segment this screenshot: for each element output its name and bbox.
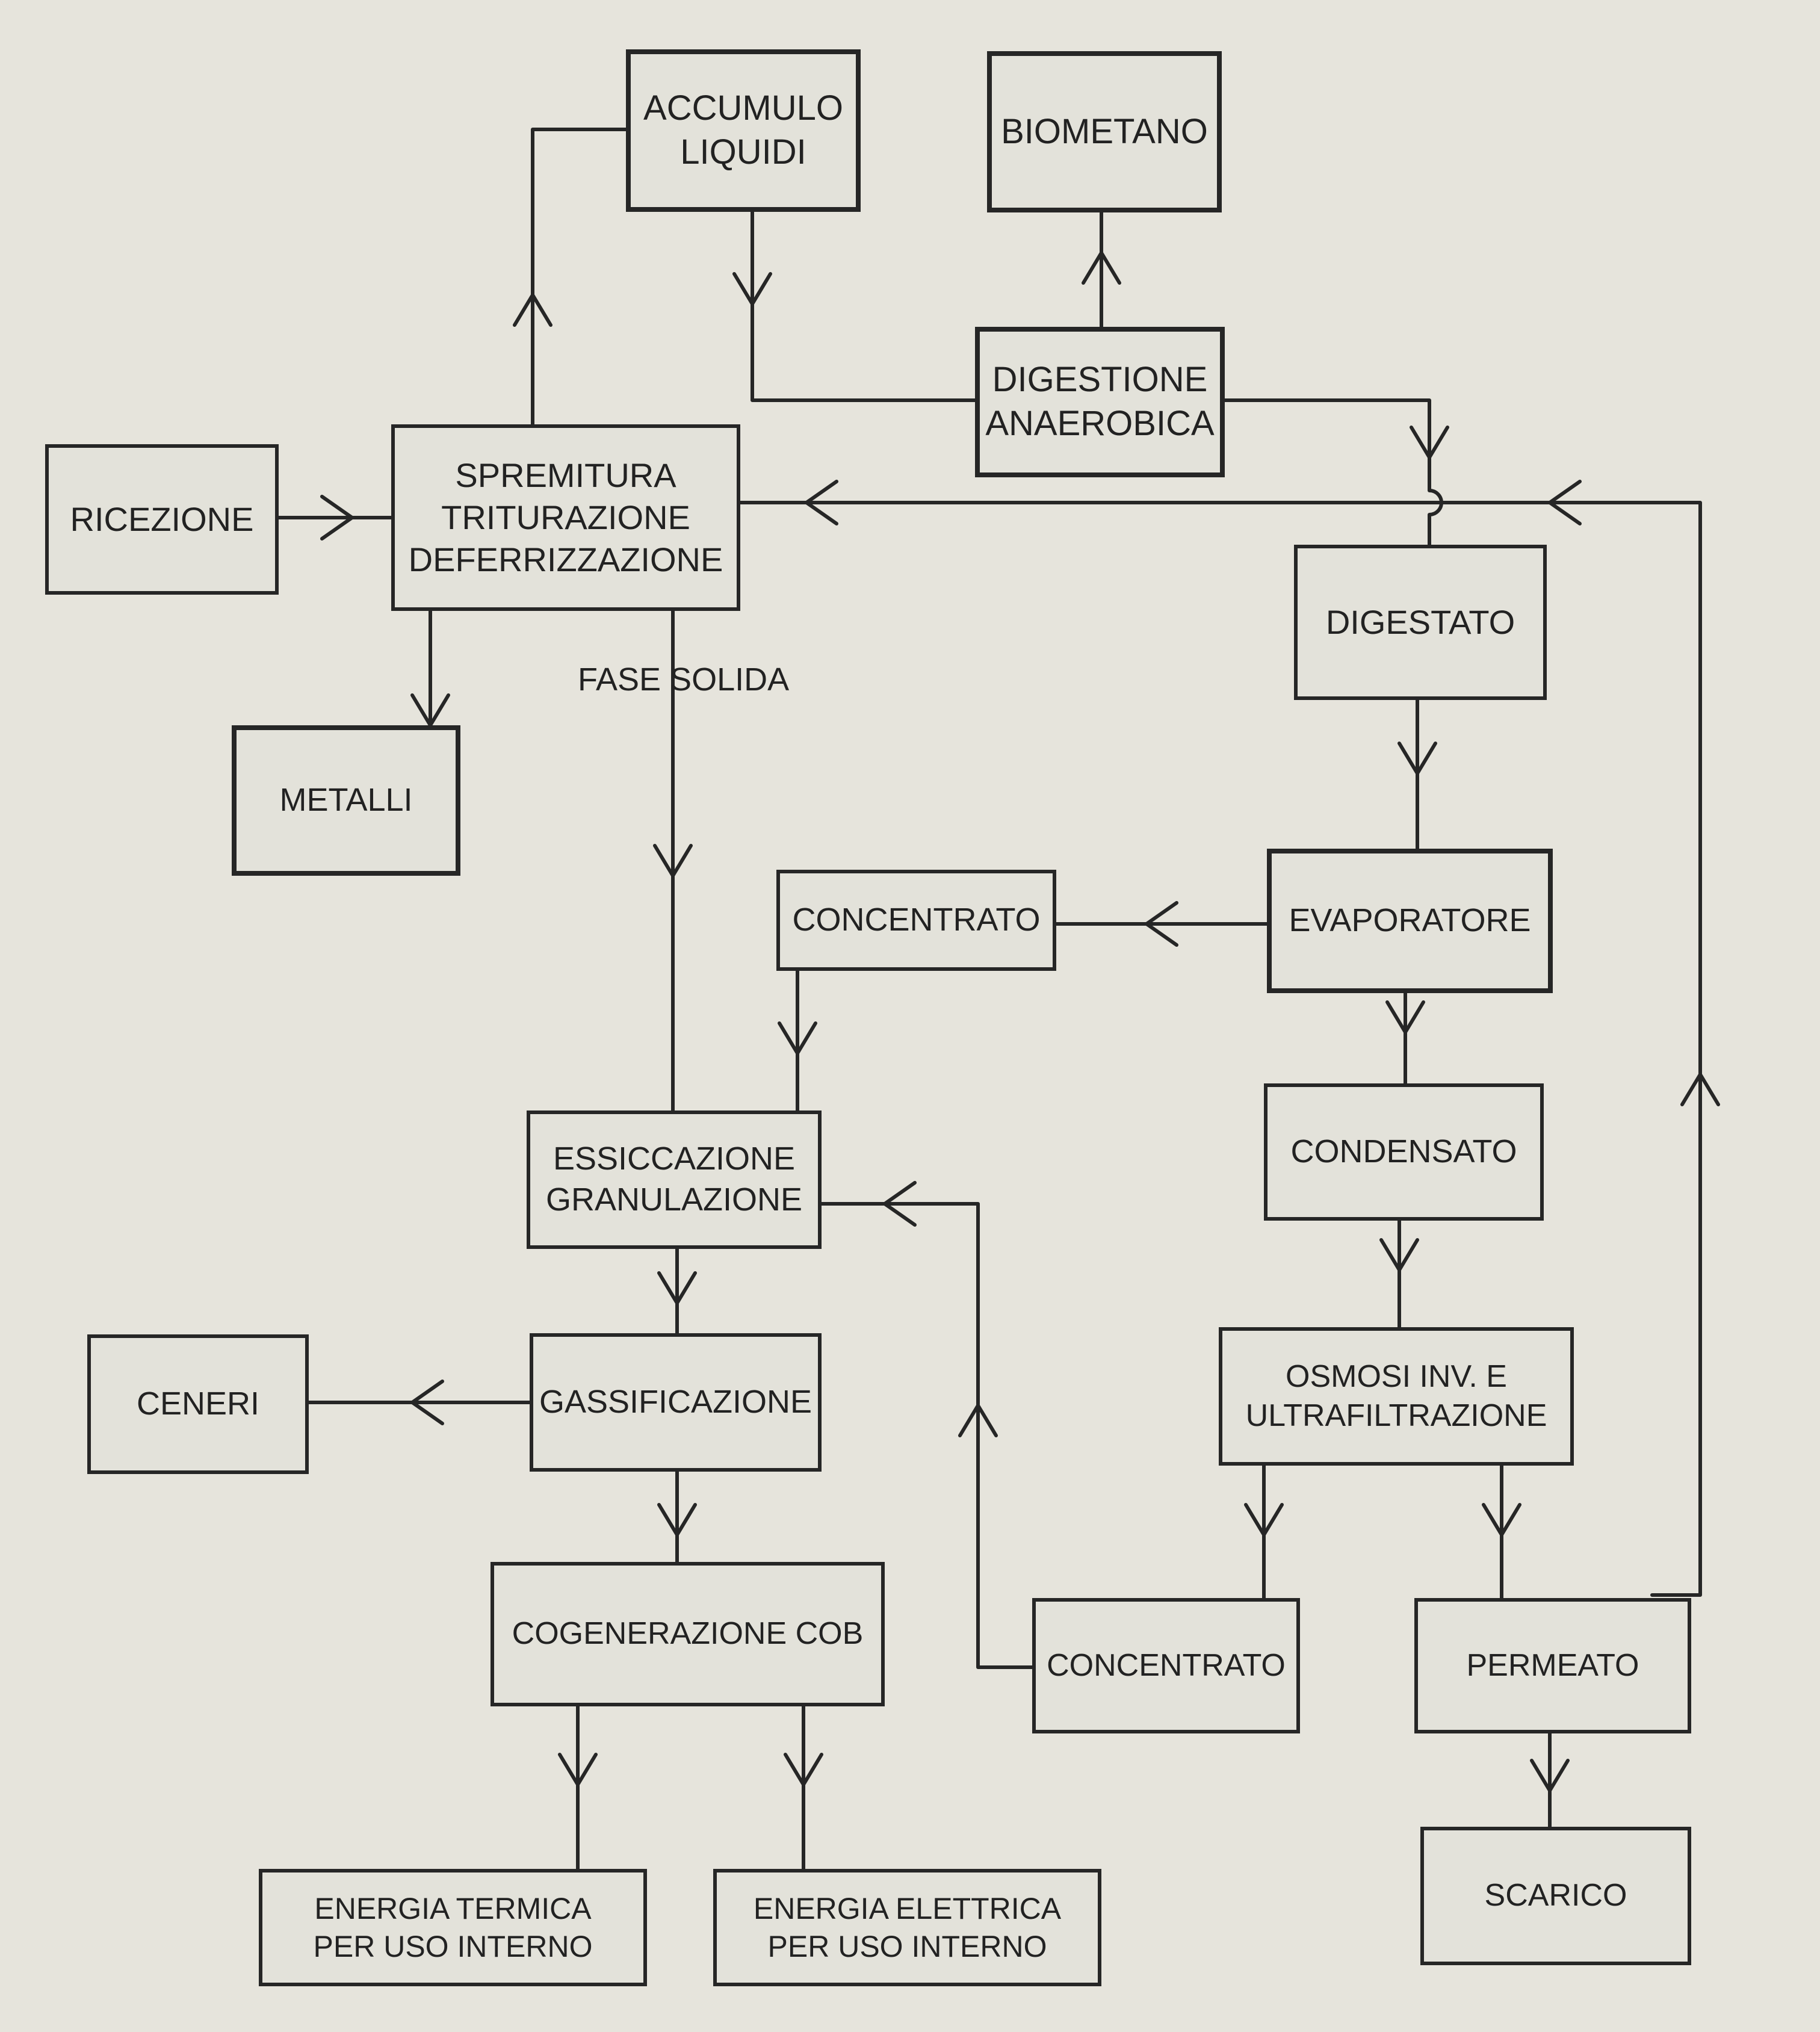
arrowhead-down <box>1530 1759 1570 1792</box>
connector-permeato-spremitura <box>738 501 1702 1597</box>
node-essiccazione: ESSICCAZIONE GRANULAZIONE <box>527 1110 822 1249</box>
node-scarico: SCARICO <box>1420 1827 1691 1965</box>
node-osmosi: OSMOSI INV. E ULTRAFILTRAZIONE <box>1219 1327 1574 1466</box>
node-accumulo-liquidi: ACCUMULO LIQUIDI <box>626 49 861 212</box>
node-label: GASSIFICAZIONE <box>539 1384 812 1420</box>
node-energia-elettrica: ENERGIA ELETTRICA PER USO INTERNO <box>713 1869 1101 1986</box>
arrowhead-down <box>1398 742 1437 775</box>
node-cogenerazione: COGENERAZIONE COB <box>491 1562 885 1706</box>
node-label: ANAEROBICA <box>985 404 1215 443</box>
arrowhead-left <box>1145 901 1178 947</box>
connector-concentrato-essiccazione-2 <box>820 1202 1034 1669</box>
arrowhead-down <box>1385 1000 1425 1034</box>
arrowhead-up <box>513 293 552 327</box>
arrowhead-down <box>1482 1503 1521 1537</box>
node-label: DIGESTATO <box>1325 602 1515 641</box>
connector-spremitura-accumulo <box>531 128 628 426</box>
arrowhead-down <box>732 272 772 306</box>
arrowhead-down <box>778 1021 817 1055</box>
node-label: DEFERRIZZAZIONE <box>408 541 723 579</box>
node-label: TRITURAZIONE <box>441 498 690 536</box>
node-label: COGENERAZIONE COB <box>512 1616 864 1652</box>
node-label: CONCENTRATO <box>1047 1647 1286 1683</box>
arrowhead-down <box>657 1503 697 1537</box>
arrowhead-down <box>653 844 693 878</box>
node-label: METALLI <box>279 782 413 819</box>
node-label: ENERGIA ELETTRICA <box>753 1891 1062 1925</box>
arrowhead-left <box>410 1380 444 1425</box>
node-spremitura: SPREMITURA TRITURAZIONE DEFERRIZZAZIONE <box>391 424 740 611</box>
node-label: PERMEATO <box>1466 1647 1639 1683</box>
connector-digestione-digestato <box>1220 398 1443 547</box>
node-ricezione: RICEZIONE <box>45 444 279 595</box>
node-label: LIQUIDI <box>680 132 806 172</box>
node-label: ULTRAFILTRAZIONE <box>1245 1398 1547 1433</box>
node-gassificazione: GASSIFICAZIONE <box>530 1333 822 1472</box>
node-label: BIOMETANO <box>1001 111 1208 151</box>
arrowhead-down <box>1379 1238 1419 1272</box>
node-concentrato-evaporatore: CONCENTRATO <box>776 870 1056 971</box>
node-digestione-anaerobica: DIGESTIONE ANAEROBICA <box>975 327 1225 477</box>
node-ceneri: CENERI <box>87 1334 309 1474</box>
arrowhead-down <box>1244 1503 1284 1537</box>
node-label: ENERGIA TERMICA <box>314 1891 592 1925</box>
node-condensato: CONDENSATO <box>1264 1083 1544 1221</box>
edge-label-fase-solida: FASE SOLIDA <box>578 661 790 698</box>
node-label: CONDENSATO <box>1290 1133 1517 1170</box>
node-metalli: METALLI <box>232 725 460 876</box>
arrowhead-left <box>805 480 838 525</box>
node-label: OSMOSI INV. E <box>1286 1358 1507 1394</box>
node-digestato: DIGESTATO <box>1294 545 1547 700</box>
arrowhead-down <box>1410 426 1449 459</box>
node-concentrato-osmosi: CONCENTRATO <box>1032 1598 1300 1733</box>
arrowhead-down <box>558 1753 598 1786</box>
node-label: ACCUMULO <box>643 88 843 128</box>
connector-accumulo-digestato <box>751 209 977 402</box>
node-evaporatore: EVAPORATORE <box>1267 849 1553 993</box>
arrowhead-right <box>320 495 354 541</box>
node-label: SCARICO <box>1484 1878 1627 1913</box>
node-label: PER USO INTERNO <box>767 1929 1047 1963</box>
arrowhead-up <box>1680 1073 1720 1106</box>
arrowhead-down <box>657 1271 697 1305</box>
arrowhead-left <box>1548 480 1582 525</box>
node-label: PER USO INTERNO <box>313 1929 593 1963</box>
node-label: CENERI <box>136 1386 260 1422</box>
arrowhead-down <box>784 1753 823 1786</box>
arrowhead-up <box>1082 251 1121 285</box>
node-energia-termica: ENERGIA TERMICA PER USO INTERNO <box>259 1869 647 1986</box>
node-label: RICEZIONE <box>70 500 254 538</box>
node-label: CONCENTRATO <box>792 902 1041 938</box>
arrowhead-left <box>883 1181 917 1227</box>
node-label: GRANULAZIONE <box>545 1182 803 1218</box>
arrowhead-up <box>958 1404 998 1437</box>
node-biometano: BIOMETANO <box>987 51 1222 212</box>
node-label: SPREMITURA <box>455 456 676 494</box>
node-permeato: PERMEATO <box>1414 1598 1691 1733</box>
node-label: DIGESTIONE <box>992 360 1208 400</box>
node-label: ESSICCAZIONE <box>552 1141 796 1177</box>
node-label: EVAPORATORE <box>1289 902 1531 939</box>
